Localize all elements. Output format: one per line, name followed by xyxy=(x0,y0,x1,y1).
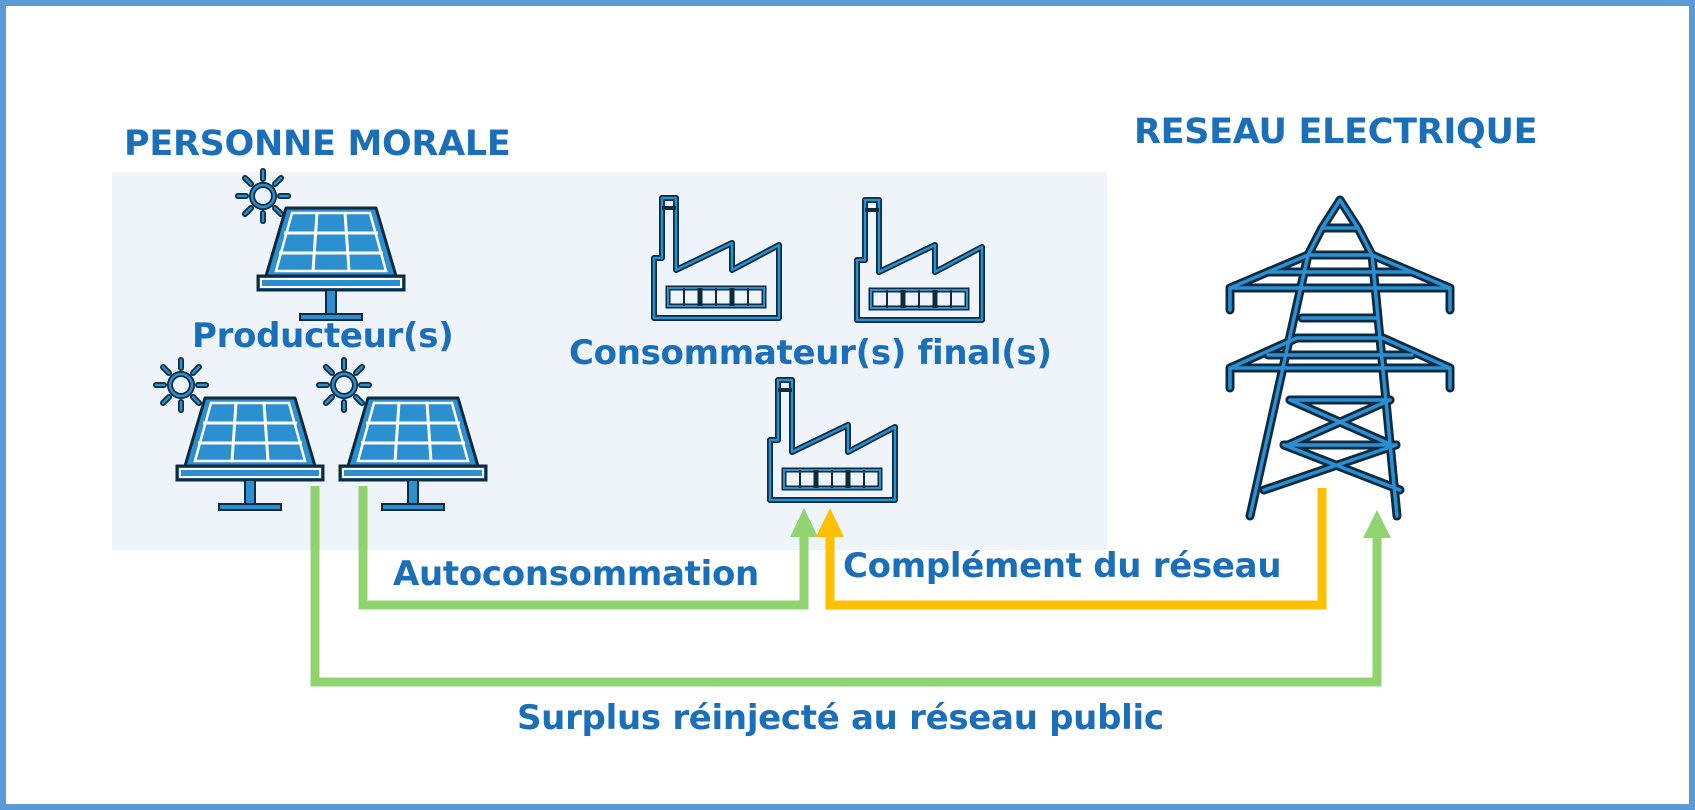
solar-panel-icon xyxy=(175,396,325,512)
legal-entity-heading: PERSONNE MORALE xyxy=(124,124,511,164)
grid-complement-arrowhead xyxy=(816,508,844,537)
producers-label: Producteur(s) xyxy=(192,316,454,356)
factory-icon xyxy=(770,380,895,500)
self-consumption-arrowhead xyxy=(790,508,818,537)
sun-icon xyxy=(319,360,369,410)
surplus-arrowhead xyxy=(1363,510,1391,538)
grid-complement-flow-arrow xyxy=(825,488,1327,610)
power-pylon-icon xyxy=(1225,195,1455,521)
sun-icon xyxy=(156,360,206,410)
surplus-flow-arrow xyxy=(310,486,1382,687)
factory-icon xyxy=(857,200,982,320)
grid-heading: RESEAU ELECTRIQUE xyxy=(1134,112,1538,152)
solar-panel-icon xyxy=(256,206,406,322)
consumers-label: Consommateur(s) final(s) xyxy=(569,333,1052,373)
grid-complement-label: Complément du réseau xyxy=(843,546,1282,586)
self-consumption-label: Autoconsommation xyxy=(393,554,759,594)
self-consumption-flow-arrow xyxy=(358,486,809,610)
surplus-label: Surplus réinjecté au réseau public xyxy=(517,698,1164,738)
sun-icon xyxy=(238,171,288,221)
factory-icon xyxy=(654,198,779,318)
